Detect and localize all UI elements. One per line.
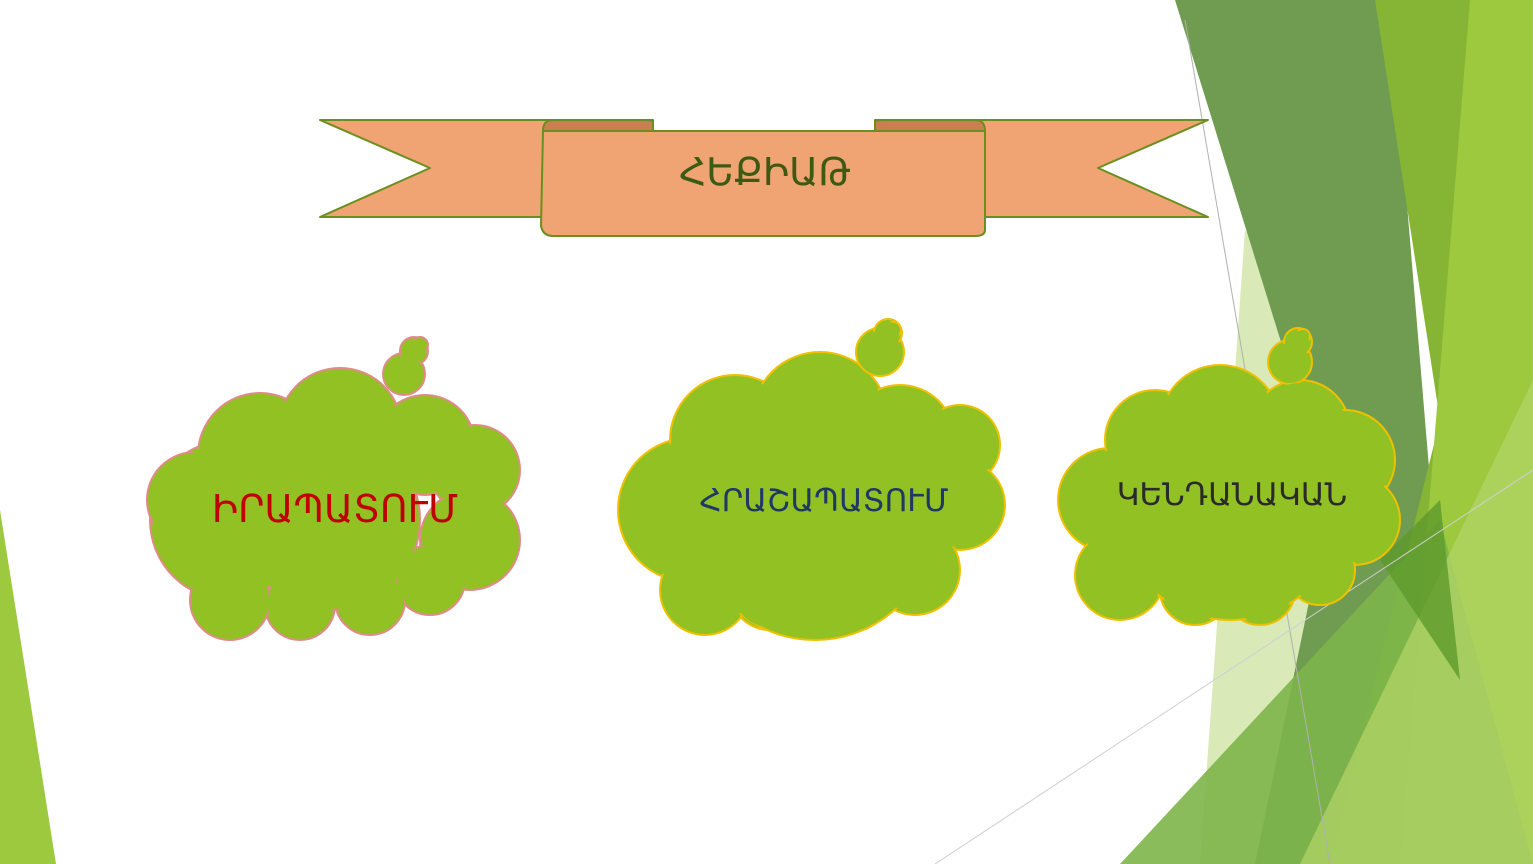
right-facet-deep — [1380, 500, 1460, 680]
left-facet — [0, 510, 56, 864]
bubble-label-irapatum: ԻՐԱՊԱՏՈՒՄ — [211, 487, 459, 531]
bubble-label-kendanakan: ԿԵՆԴԱՆԱԿԱՆ — [1116, 477, 1348, 513]
bubble-label-hrashapatum: ՀՐԱՇԱՊԱՏՈՒՄ — [699, 483, 949, 519]
banner-title: ՀԵՔԻԱԹ — [679, 150, 851, 194]
right-facet-translucent — [1300, 380, 1533, 864]
thin-line-2 — [934, 469, 1533, 864]
bubble-kendanakan — [1057, 327, 1401, 626]
bubble-irapatum — [146, 336, 521, 641]
bubble-hrashapatum — [617, 318, 1006, 641]
